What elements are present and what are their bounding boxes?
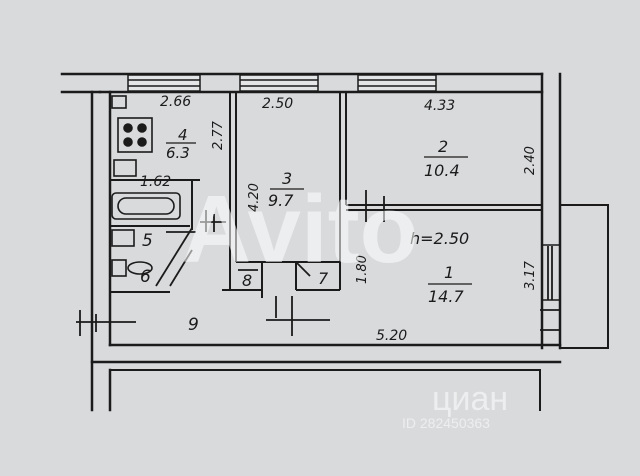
- dim-room2-width: 4.33: [424, 98, 455, 114]
- dim-kitchen-width: 2.66: [160, 94, 191, 110]
- dim-corridor-width: 1.62: [140, 174, 171, 190]
- cian-watermark: циан: [432, 380, 508, 418]
- bathtub-icon: [111, 192, 181, 220]
- dim-room1-width: 5.20: [376, 328, 407, 344]
- room-2-area: 10.4: [424, 161, 460, 180]
- walls: [60, 72, 609, 412]
- kitchen-sink-icon: [113, 159, 137, 177]
- dim-room1-height: 3.17: [523, 260, 538, 290]
- basin-icon: [111, 229, 135, 247]
- dimension-labels: 2.66 2.77 1.62 2.50 4.20 4.33 2.40 1.80 …: [140, 94, 538, 344]
- dim-room1-gap: 1.80: [355, 255, 370, 284]
- cian-id-watermark: ID 282450363: [402, 415, 490, 431]
- room-3-number: 3: [282, 169, 292, 188]
- fixtures: [111, 95, 181, 277]
- dim-room3-width: 2.50: [262, 96, 293, 112]
- room-8-number: 8: [242, 271, 252, 290]
- watermarks: Avito циан ID 282450363: [182, 176, 508, 431]
- meter-icon: [111, 95, 127, 109]
- dim-room2-height: 2.40: [523, 146, 538, 175]
- dim-kitchen-height: 2.77: [211, 120, 226, 150]
- room-6-number: 6: [140, 267, 151, 287]
- room-2-number: 2: [438, 137, 448, 156]
- room-5-number: 5: [142, 231, 153, 251]
- door-marks: [76, 190, 560, 336]
- room-1-number: 1: [444, 263, 454, 282]
- ceiling-height: h=2.50: [410, 229, 469, 248]
- room-4-area: 6.3: [166, 144, 190, 162]
- room-1-area: 14.7: [428, 287, 464, 306]
- room-7-number: 7: [318, 269, 329, 288]
- windows: [127, 74, 437, 92]
- dim-room3-height: 4.20: [247, 183, 262, 212]
- toilet-icon: [111, 259, 127, 277]
- room-4-number: 4: [178, 126, 188, 144]
- room-3-area: 9.7: [268, 191, 294, 210]
- room-9-number: 9: [188, 315, 199, 335]
- stove-icon: [117, 117, 153, 153]
- avito-watermark: Avito: [182, 176, 418, 283]
- room-labels: 4 6.3 3 9.7 2 10.4 1 14.7 5 6 7 8 9: [140, 126, 472, 335]
